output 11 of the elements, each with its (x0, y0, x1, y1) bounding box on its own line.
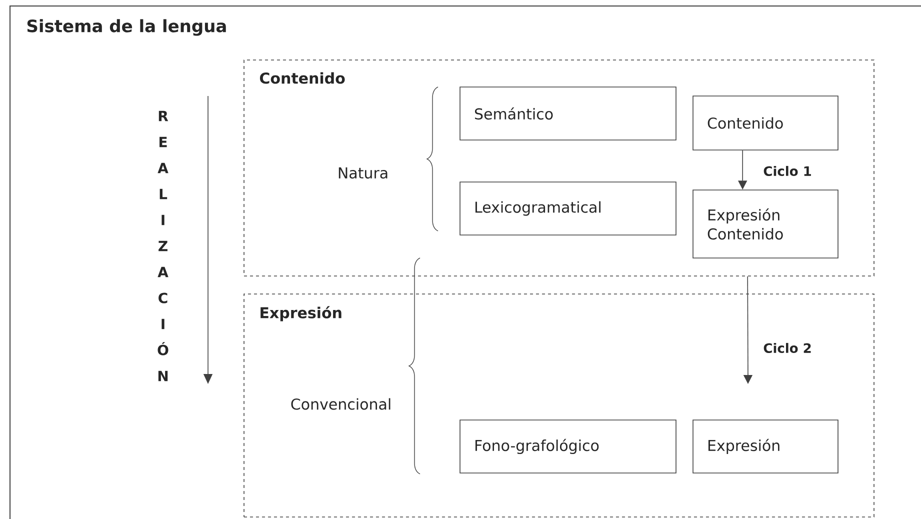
brace-label: Convencional (291, 398, 390, 410)
text-box: Lexicogramatical (460, 182, 676, 236)
edge-label: Ciclo 2 (762, 342, 813, 354)
text-box: Fono-grafológico (460, 420, 676, 474)
text-box: Expresión (692, 420, 838, 474)
text-box: Contenido (692, 96, 838, 150)
vertical-label: REALIZACIÓN (158, 110, 168, 382)
edge-label: Ciclo 1 (762, 164, 813, 178)
text-box: Expresión Contenido (692, 190, 838, 258)
text-box: Semántico (460, 86, 676, 140)
brace-label: Natura (338, 167, 388, 179)
